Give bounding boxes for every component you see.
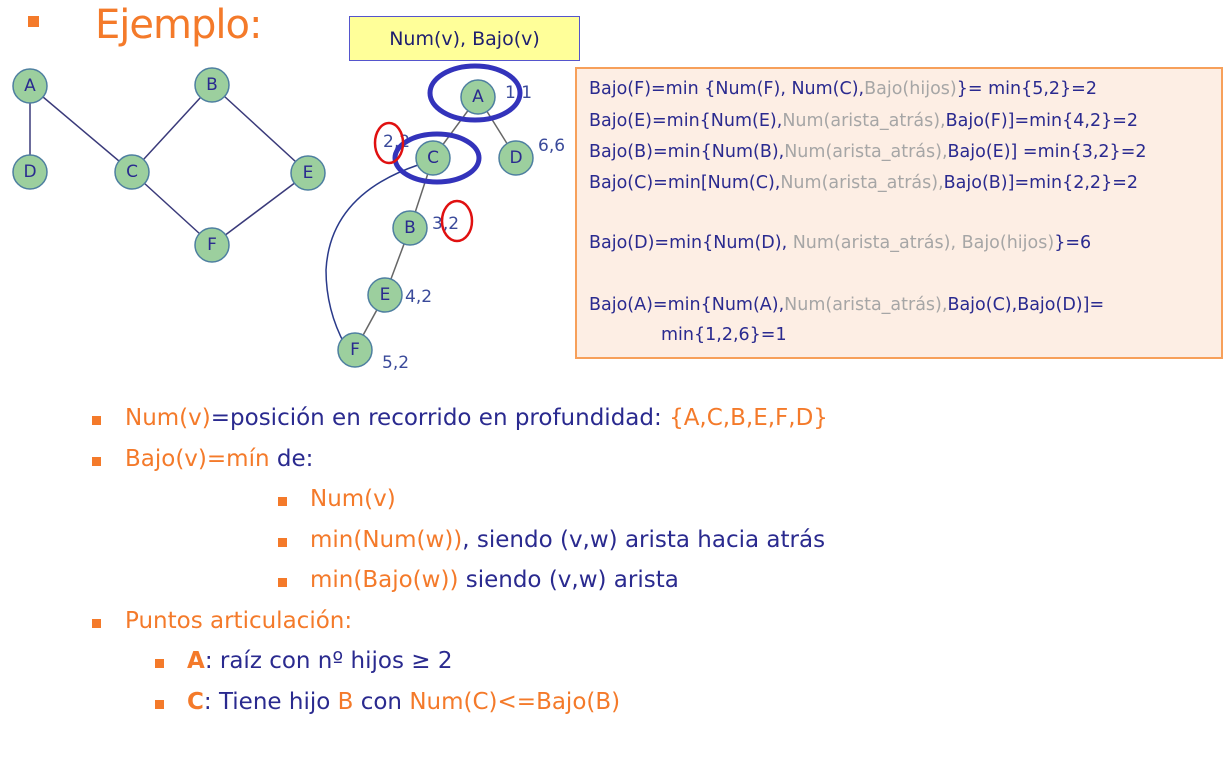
- tree-node-label: A: [472, 87, 484, 107]
- bullet-item: Num(v)=posición en recorrido en profundi…: [125, 405, 828, 431]
- bullet-text: Bajo(v)=mín: [125, 446, 277, 472]
- tree-node-e: [367, 277, 403, 313]
- tree-node-label: E: [380, 285, 391, 305]
- graph-node-label: C: [126, 162, 138, 182]
- calc-segment: Bajo(D)=min{Num(D),: [589, 233, 793, 253]
- graph-node-label: D: [23, 162, 36, 182]
- calc-line: Bajo(F)=min {Num(F), Num(C),Bajo(hijos)}…: [589, 79, 1097, 99]
- tree-node-label: F: [350, 340, 360, 360]
- bullet-marker: [278, 538, 287, 547]
- calc-segment: Num(arista_atrás),: [782, 111, 946, 131]
- calculation-box: Bajo(F)=min {Num(F), Num(C),Bajo(hijos)}…: [575, 67, 1223, 359]
- bullet-text: A: [187, 648, 205, 674]
- bullet-text: min(Bajo(w)): [310, 567, 459, 593]
- bullet-text: B: [337, 689, 354, 715]
- calc-line: Bajo(E)=min{Num(E),Num(arista_atrás),Baj…: [589, 111, 1138, 131]
- graph-node-f: [194, 227, 230, 263]
- calc-segment: Bajo(F)]=min{4,2}=2: [945, 111, 1139, 131]
- calc-segment: }=6: [1054, 233, 1092, 253]
- graph-node-label: E: [303, 163, 314, 183]
- bullet-item: min(Bajo(w)) siendo (v,w) arista: [310, 567, 679, 593]
- tree-node-a: [460, 79, 496, 115]
- bullet-text: Num(v): [310, 486, 396, 512]
- bullet-item: min(Num(w)), siendo (v,w) arista hacia a…: [310, 527, 825, 553]
- bullet-text: Num(v): [125, 405, 211, 431]
- tree-num-bajo-label: 3,2: [432, 214, 459, 234]
- bullet-marker: [92, 416, 101, 425]
- tree-num-bajo-label: 6,6: [538, 136, 565, 156]
- graph-node-b: [194, 67, 230, 103]
- calc-segment: Bajo(B)]=min{2,2}=2: [943, 173, 1139, 193]
- bullet-item: Num(v): [310, 486, 396, 512]
- calc-segment: Num(arista_atrás),: [784, 142, 948, 162]
- tree-num-bajo-label: 4,2: [405, 287, 432, 307]
- graph-edges: [29, 84, 309, 246]
- bullet-text: min(Num(w)): [310, 527, 463, 553]
- bullet-marker: [278, 578, 287, 587]
- bullet-text: siendo (v,w) arista: [458, 567, 679, 593]
- graph-node-c: [114, 154, 150, 190]
- tree-node-b: [392, 210, 428, 246]
- highlight-a: [427, 63, 523, 123]
- calc-line: min{1,2,6}=1: [661, 325, 787, 345]
- bullet-marker: [92, 619, 101, 628]
- graph-node-a: [12, 68, 48, 104]
- tree-num-bajo-label: 5,2: [382, 353, 409, 373]
- bullet-text: con: [353, 689, 410, 715]
- calc-segment: Bajo(F)=min {Num(F), Num(C),: [589, 79, 865, 99]
- bullet-text: {A,C,B,E,F,D}: [669, 405, 828, 431]
- graph-node-e: [290, 155, 326, 191]
- bullet-text: : raíz con nº hijos ≥ 2: [204, 648, 453, 674]
- bullet-text: C: [187, 689, 204, 715]
- calc-segment: Bajo(E)] =min{3,2}=2: [947, 142, 1147, 162]
- highlight-bajo-b: [440, 199, 474, 243]
- bullet-text: =posición en recorrido en profundidad:: [210, 405, 670, 431]
- bullet-text: Num(C)<=Bajo(B): [409, 689, 621, 715]
- header-box: Num(v), Bajo(v): [349, 16, 580, 61]
- bullet-text: , siendo (v,w) arista hacia atrás: [462, 527, 826, 553]
- back-edge: [325, 164, 419, 346]
- tree-node-d: [498, 140, 534, 176]
- calc-segment: Num(arista_atrás),: [784, 295, 948, 315]
- tree-node-c: [415, 140, 451, 176]
- highlight-num-c: [373, 121, 405, 165]
- tree-node-label: D: [509, 148, 522, 168]
- calc-segment: Bajo(A)=min{Num(A),: [589, 295, 785, 315]
- graph-node-d: [12, 154, 48, 190]
- bullet-marker: [155, 700, 164, 709]
- calc-line: Bajo(D)=min{Num(D), Num(arista_atrás), B…: [589, 233, 1091, 253]
- bullet-text: de:: [276, 446, 314, 472]
- graph-node-label: B: [206, 75, 218, 95]
- calc-segment: Bajo(B)=min{Num(B),: [589, 142, 785, 162]
- bullet-marker: [278, 497, 287, 506]
- calc-line: Bajo(C)=min[Num(C),Num(arista_atrás),Baj…: [589, 173, 1138, 193]
- bullet-marker: [92, 457, 101, 466]
- calc-segment: Num(arista_atrás), Bajo(hijos): [792, 233, 1055, 253]
- highlight-c: [392, 131, 482, 185]
- bullet-text: Puntos articulación:: [125, 608, 353, 634]
- calc-segment: Bajo(C)=min[Num(C),: [589, 173, 781, 193]
- bullet-item: A: raíz con nº hijos ≥ 2: [187, 648, 452, 674]
- calc-segment: Num(arista_atrás),: [780, 173, 944, 193]
- bullet-item: Puntos articulación:: [125, 608, 352, 634]
- bullet-item: Bajo(v)=mín de:: [125, 446, 313, 472]
- calc-line: Bajo(B)=min{Num(B),Num(arista_atrás),Baj…: [589, 142, 1147, 162]
- tree-node-f: [337, 332, 373, 368]
- bullet-text: : Tiene hijo: [203, 689, 338, 715]
- calc-segment: Bajo(C),Bajo(D)]=: [947, 295, 1105, 315]
- slide-title: Ejemplo:: [95, 2, 262, 48]
- bullet-item: C: Tiene hijo B con Num(C)<=Bajo(B): [187, 689, 620, 715]
- tree-node-label: B: [404, 218, 416, 238]
- calc-segment: Bajo(E)=min{Num(E),: [589, 111, 783, 131]
- calc-line: Bajo(A)=min{Num(A),Num(arista_atrás),Baj…: [589, 295, 1104, 315]
- title-bullet: [28, 16, 39, 27]
- graph-node-label: A: [24, 76, 36, 96]
- graph-node-label: F: [207, 235, 217, 255]
- tree-node-label: C: [427, 148, 439, 168]
- calc-segment: }= min{5,2}=2: [956, 79, 1097, 99]
- calc-segment: Bajo(hijos): [864, 79, 957, 99]
- bullet-marker: [155, 659, 164, 668]
- calc-segment: min{1,2,6}=1: [661, 325, 787, 345]
